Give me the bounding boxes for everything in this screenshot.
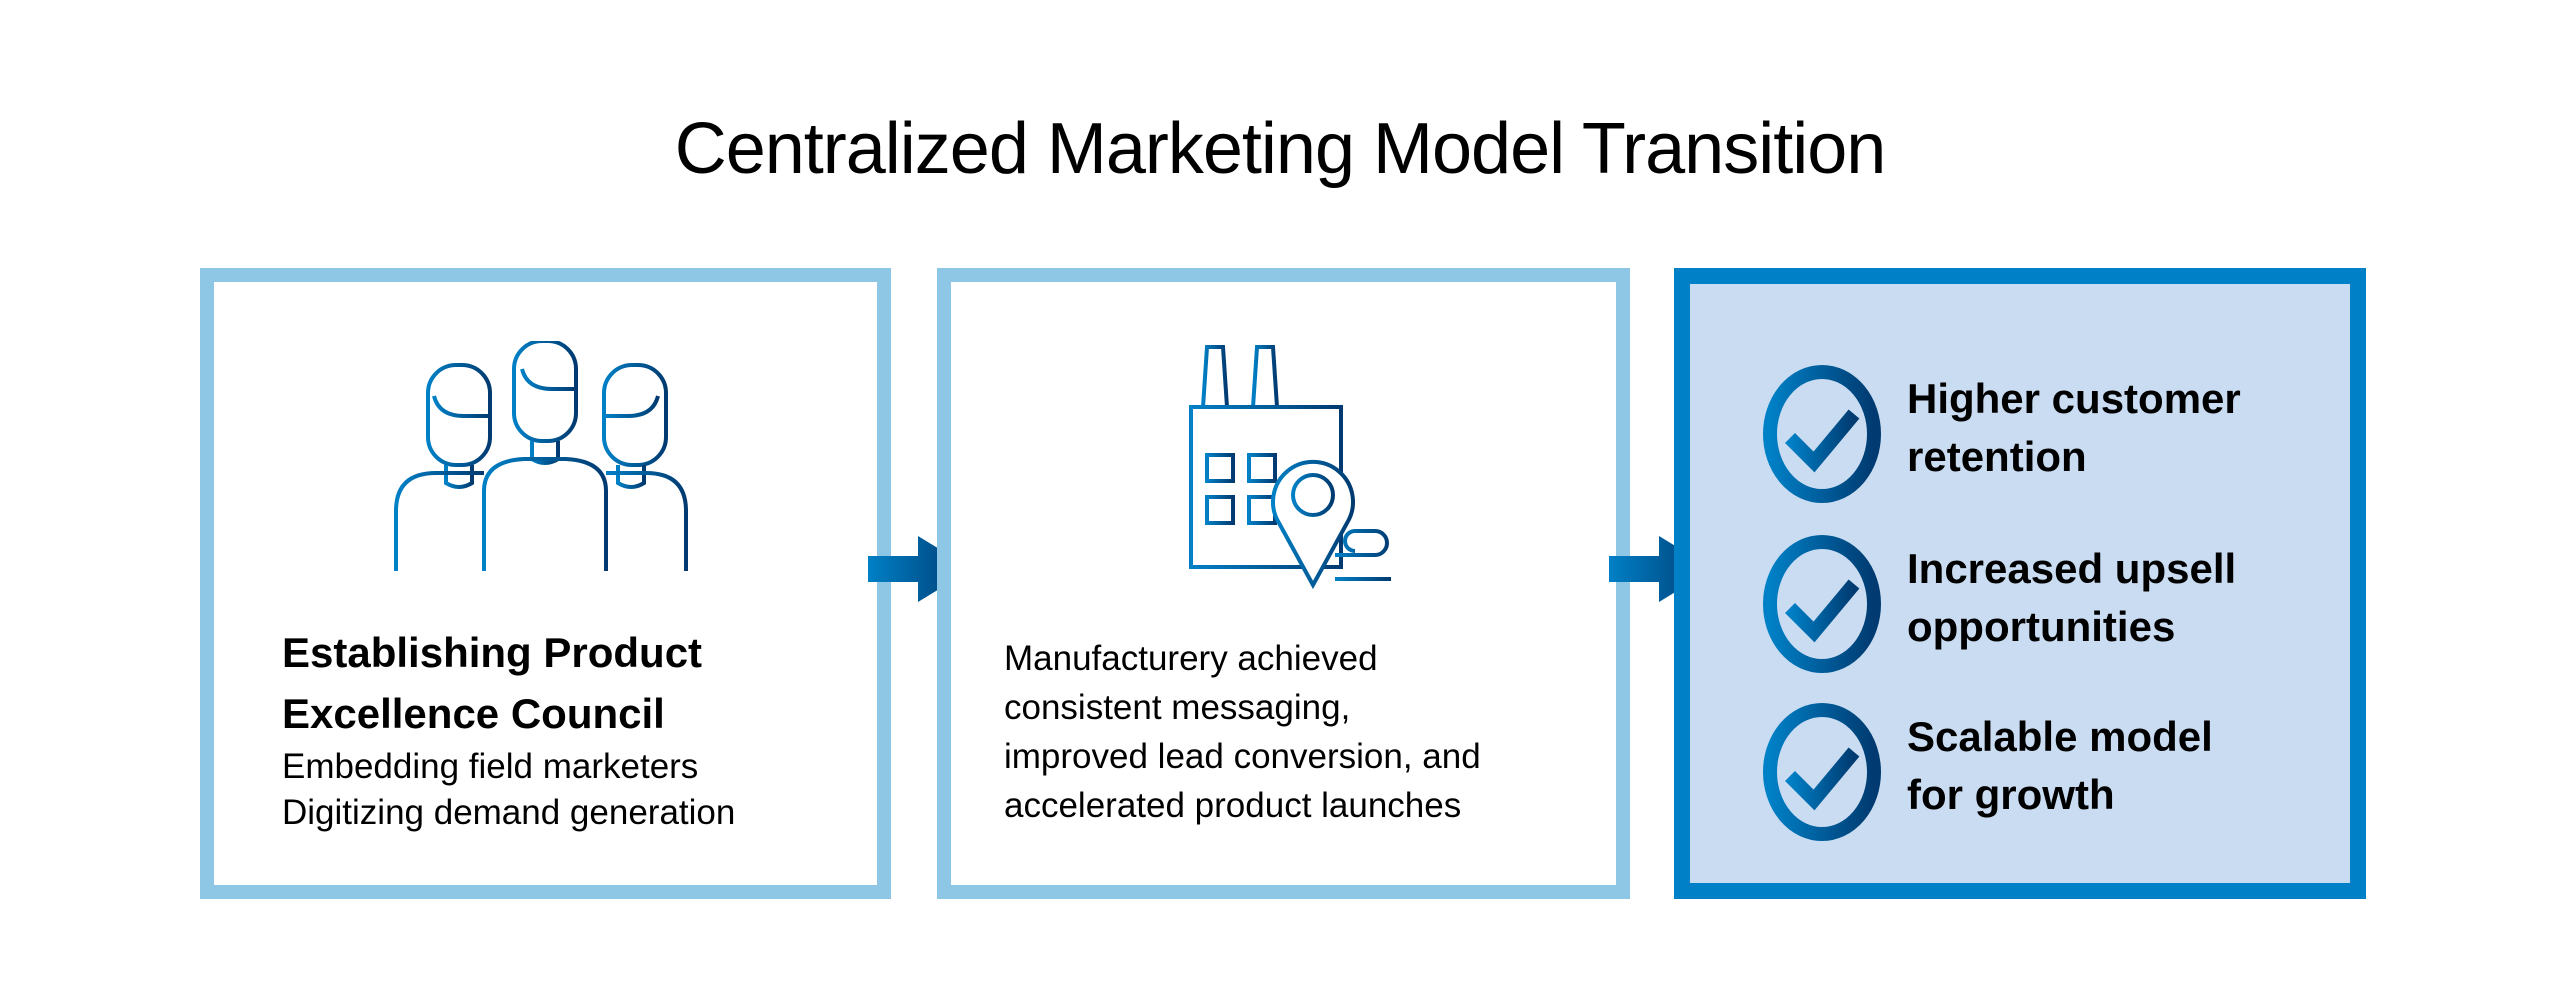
heading-line: Establishing Product — [282, 629, 703, 676]
heading-line: Excellence Council — [282, 690, 665, 737]
description-line: consistent messaging, — [1004, 688, 1351, 727]
step-1-description: Embedding field marketers Digitizing dem… — [282, 744, 735, 836]
step-3-panel: Higher customer retention Increased upse… — [1674, 268, 2366, 899]
arrow-right-icon — [1609, 536, 1713, 602]
outcome-line: opportunities — [1907, 603, 2176, 650]
outcome-line: Increased upsell — [1907, 545, 2237, 592]
description-line: Digitizing demand generation — [282, 793, 736, 832]
step-2-description: Manufacturery achieved consistent messag… — [1004, 634, 1481, 830]
outcome-line: Scalable model — [1907, 713, 2213, 760]
step-2-panel: Manufacturery achieved consistent messag… — [937, 268, 1630, 899]
page-title: Centralized Marketing Model Transition — [674, 109, 1887, 189]
outcome-item: Scalable model for growth — [1690, 702, 2350, 842]
check-circle-icon — [1763, 535, 1881, 673]
outcome-text: Increased upsell opportunities — [1907, 540, 2236, 656]
check-circle-icon — [1763, 703, 1881, 841]
people-group-icon — [394, 341, 688, 571]
step-1-heading: Establishing Product Excellence Council — [282, 622, 702, 744]
check-circle-icon — [1763, 365, 1881, 503]
description-line: accelerated product launches — [1004, 786, 1462, 825]
outcome-item: Increased upsell opportunities — [1690, 534, 2350, 674]
arrow-right-icon — [868, 536, 972, 602]
outcome-text: Scalable model for growth — [1907, 708, 2213, 824]
description-line: improved lead conversion, and — [1004, 737, 1481, 776]
factory-location-icon — [1189, 345, 1391, 590]
outcome-line: for growth — [1907, 771, 2115, 818]
outcome-text: Higher customer retention — [1907, 370, 2241, 486]
description-line: Embedding field marketers — [282, 747, 699, 786]
step-1-panel: Establishing Product Excellence Council … — [200, 268, 891, 899]
outcome-item: Higher customer retention — [1690, 364, 2350, 504]
outcome-line: retention — [1907, 433, 2087, 480]
description-line: Manufacturery achieved — [1004, 639, 1378, 678]
outcome-line: Higher customer — [1907, 375, 2241, 422]
